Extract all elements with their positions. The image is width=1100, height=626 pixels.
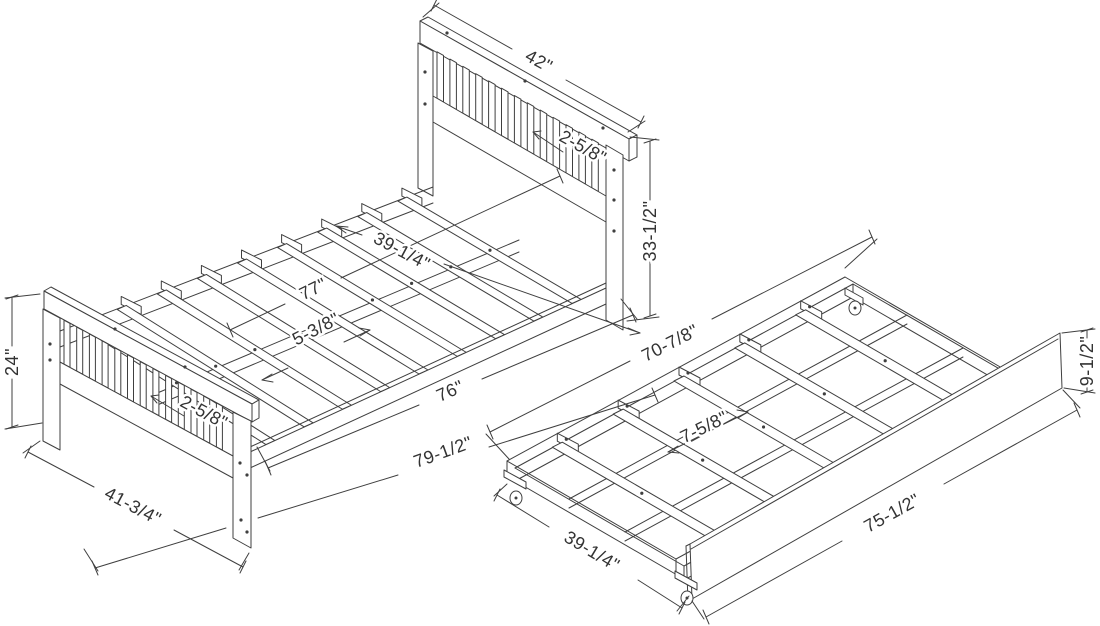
bed-frame-drawing xyxy=(42,16,638,549)
dimension-lines xyxy=(4,0,1096,625)
trundle-drawing xyxy=(503,276,1063,606)
dim-footboard-height: 24" xyxy=(2,348,22,376)
dim-trundle-panel-height: 9-1/2" xyxy=(1077,336,1097,386)
dim-headboard-height: 33-1/2" xyxy=(640,201,660,262)
